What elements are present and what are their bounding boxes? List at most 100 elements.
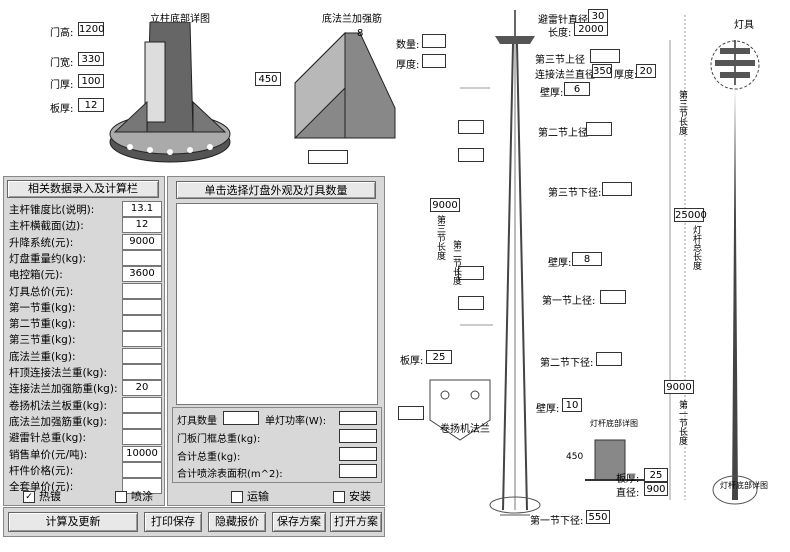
sec2-bottom-field[interactable]	[596, 352, 622, 366]
data-row-value[interactable]	[122, 315, 162, 332]
data-row-value[interactable]	[122, 429, 162, 446]
sec3-left-field-2[interactable]	[458, 148, 484, 162]
sec3-bottom-label: 第三节下径:	[548, 188, 602, 199]
wall1-field[interactable]: 10	[562, 398, 582, 412]
data-row-label: 杆件价格(元):	[9, 464, 74, 477]
plate-thickness-field[interactable]: 12	[78, 98, 104, 112]
plate-thickness-label: 板厚:	[50, 104, 74, 115]
print-save-button[interactable]: 打印保存	[144, 512, 202, 532]
data-row-value[interactable]	[122, 396, 162, 413]
sec1-top-field[interactable]	[600, 290, 626, 304]
spray-checkbox[interactable]: 喷涂	[115, 488, 153, 504]
base-detail-drawing: 立柱底部详图 门高: 1200 门宽: 330 门厚: 100 板厚: 12	[0, 0, 240, 175]
sec2-top-field[interactable]	[586, 122, 612, 136]
data-row-value[interactable]	[122, 478, 162, 495]
options-row: ✓ 热镀 喷涂 运输 安装	[3, 486, 383, 504]
data-row-label: 第三节重(kg):	[9, 334, 76, 347]
rib-height-field[interactable]: 450	[255, 72, 281, 86]
winch-plate-field[interactable]: 25	[426, 350, 452, 364]
install-checkbox[interactable]: 安装	[333, 488, 371, 504]
install-label: 安装	[349, 490, 371, 503]
open-plan-button[interactable]: 打开方案	[330, 512, 382, 532]
conn-flange-field[interactable]: 350	[592, 64, 613, 78]
data-row-value[interactable]	[122, 364, 162, 380]
diameter-field[interactable]: 900	[644, 482, 668, 496]
data-row-value[interactable]	[122, 347, 162, 364]
sec3-top-field[interactable]	[590, 49, 620, 63]
door-width-field[interactable]: 330	[78, 52, 104, 66]
spray-label: 喷涂	[131, 490, 153, 503]
sec3-top-label: 第三节上径	[535, 55, 585, 66]
hide-price-button[interactable]: 隐藏报价	[208, 512, 266, 532]
data-row-value[interactable]	[122, 249, 162, 266]
rod-diameter-field[interactable]: 30	[588, 9, 608, 23]
sec2-left-field-2[interactable]	[458, 296, 484, 310]
flange-rib-illustration	[294, 31, 396, 140]
spray-check-icon	[115, 491, 127, 503]
data-row-value[interactable]	[122, 282, 162, 299]
spray-area-field[interactable]	[339, 464, 377, 478]
data-row-value[interactable]: 3600	[122, 266, 162, 283]
data-row-value[interactable]: 10000	[122, 445, 162, 462]
door-height-label: 门高:	[50, 28, 74, 39]
data-row-label: 主杆横截面(边):	[9, 220, 84, 233]
base-detail-title: 立柱底部详图	[150, 14, 210, 25]
lamp-count-field[interactable]	[223, 411, 259, 425]
total-length-field[interactable]: 25000	[674, 208, 707, 222]
lamp-panel: 单击选择灯盘外观及灯具数量 灯具数量 单灯功率(W): 门板门框总重(kg): …	[167, 176, 385, 506]
sec3-bottom-field[interactable]	[602, 182, 632, 196]
data-row-value[interactable]: 13.1	[122, 201, 162, 217]
transport-checkbox[interactable]: 运输	[231, 488, 269, 504]
data-row-value[interactable]: 12	[122, 217, 162, 234]
save-plan-button[interactable]: 保存方案	[272, 512, 326, 532]
data-row-value[interactable]	[122, 412, 162, 429]
total-weight-field[interactable]	[339, 447, 377, 461]
data-row-value[interactable]	[122, 461, 162, 478]
rib-bottom-field[interactable]	[308, 150, 348, 164]
rib-thickness-field[interactable]	[422, 54, 446, 68]
lamp-power-field[interactable]	[339, 411, 377, 425]
data-row-value[interactable]	[122, 298, 162, 315]
door-thickness-field[interactable]: 100	[78, 74, 104, 88]
data-row-value[interactable]: 20	[122, 380, 162, 397]
wall3-field[interactable]: 6	[564, 82, 590, 96]
hot-dip-checkbox[interactable]: ✓ 热镀	[23, 488, 61, 504]
sec2-left-field[interactable]	[458, 266, 484, 280]
sec2-length-caption: 第二节长度	[451, 240, 461, 285]
data-row-label: 第二节重(kg):	[9, 318, 76, 331]
calc-update-button[interactable]: 计算及更新	[8, 512, 138, 532]
winch-plate-label: 板厚:	[400, 356, 424, 367]
data-row-label: 主杆锥度比(说明):	[9, 204, 95, 216]
total-weight-label: 合计总重(kg):	[177, 452, 241, 463]
total-length-caption: 灯杆总长度	[691, 225, 701, 270]
select-lamp-button[interactable]: 单击选择灯盘外观及灯具数量	[176, 181, 376, 199]
data-row-label: 底法兰加强筋重(kg):	[9, 415, 107, 428]
rod-length-field[interactable]: 2000	[574, 22, 608, 36]
data-row-value[interactable]: 9000	[122, 233, 162, 250]
sec3-left-field[interactable]	[458, 120, 484, 134]
wall2-field[interactable]: 8	[572, 252, 602, 266]
data-row: 电控箱(元):3600	[7, 266, 162, 283]
data-panel-header: 相关数据录入及计算栏	[7, 180, 159, 198]
hot-dip-check-icon: ✓	[23, 491, 35, 503]
data-row-label: 升降系统(元):	[9, 236, 74, 249]
winch-left-field[interactable]	[398, 406, 424, 420]
door-height-field[interactable]: 1200	[78, 22, 105, 36]
sec1-length-caption: 第一节长度	[677, 400, 687, 445]
transport-label: 运输	[247, 490, 269, 503]
bolt-length-text: 450	[566, 452, 584, 462]
door-frame-field[interactable]	[339, 429, 377, 443]
base-plate-field[interactable]: 25	[644, 468, 668, 482]
sec3-length-field[interactable]: 9000	[430, 198, 460, 212]
conn-thick-field[interactable]: 20	[636, 64, 656, 78]
door-width-label: 门宽:	[50, 58, 74, 69]
data-row-value[interactable]	[122, 331, 162, 348]
hot-dip-label: 热镀	[39, 490, 61, 503]
rib-quantity-field[interactable]	[422, 34, 446, 48]
sec3-length-caption-right: 第三节长度	[677, 90, 687, 135]
sec1-bottom-field[interactable]: 550	[586, 510, 610, 524]
sec1-length-field[interactable]: 9000	[664, 380, 694, 394]
data-row: 主杆锥度比(说明): 13.1	[7, 201, 162, 217]
data-row: 升降系统(元): 9000	[7, 233, 162, 250]
data-row: 连接法兰加强筋重(kg):20	[7, 380, 162, 397]
